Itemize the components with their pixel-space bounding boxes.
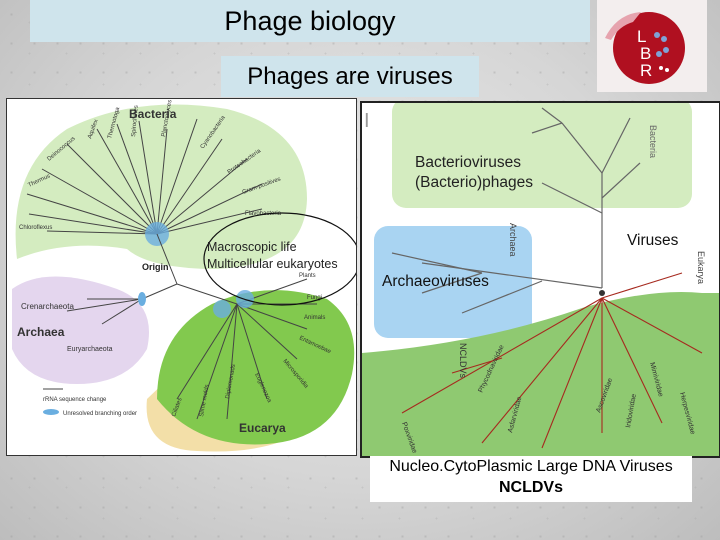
taxon-label: Plants xyxy=(299,273,316,279)
viruses-label: Viruses xyxy=(627,232,679,249)
legend-branching-label: Unresolved branching order xyxy=(63,411,137,417)
archaeovirus-region xyxy=(374,226,532,338)
tree-of-life-diagram: Bacteria Archaea Eucarya Origin Aquifex … xyxy=(12,100,356,452)
archaea-branches xyxy=(66,298,143,325)
archaeovirus-branches xyxy=(391,252,603,314)
lbr-logo: L B R xyxy=(597,0,707,92)
legend-blob-icon xyxy=(43,409,59,415)
callout-line-2: Multicellular eukaryotes xyxy=(207,257,338,271)
virus-tree-panel: I Ba xyxy=(360,101,720,458)
bacteriovirus-label-line-2: (Bacterio)phages xyxy=(415,174,534,191)
root-node xyxy=(599,290,605,296)
eucarya-node-2 xyxy=(236,290,254,308)
ncldv-region xyxy=(362,292,719,456)
eucarya-stem xyxy=(176,283,238,305)
logo-wing-icon xyxy=(605,12,641,40)
taxon-label: Spirochetes xyxy=(131,105,140,137)
taxon-label: Slime molds xyxy=(199,384,211,417)
logo-letter-r: R xyxy=(640,61,652,80)
ncldv-caption-line-1: Nucleo.CytoPlasmic Large DNA Viruses xyxy=(389,458,673,475)
ncldv-branches xyxy=(401,272,703,449)
logo-letter-l: L xyxy=(637,27,646,46)
slide-subtitle-text: Phages are viruses xyxy=(247,62,453,90)
group-ncldvs-label: NCLDVs xyxy=(458,343,468,379)
group-bacteria-label: Bacteria xyxy=(648,125,658,158)
taxon-label: Chloroflexus xyxy=(19,225,52,231)
ncldv-caption: Nucleo.CytoPlasmic Large DNA Viruses NCL… xyxy=(370,456,692,502)
eucarya-node-1 xyxy=(213,300,231,318)
taxon-label: Animals xyxy=(304,315,325,321)
slide-title: Phage biology xyxy=(30,0,590,42)
archaea-node xyxy=(138,292,146,306)
domain-eucarya-label: Eucarya xyxy=(239,421,286,435)
bacteriophage-branches xyxy=(531,107,641,288)
archaeovirus-label: Archaeoviruses xyxy=(382,273,489,290)
bacteria-branches xyxy=(26,118,263,235)
callout-line-1: Macroscopic life xyxy=(207,240,297,254)
virus-tree-diagram: I Ba xyxy=(362,103,719,456)
taxon-label: Fungi xyxy=(307,295,322,301)
logo-letter-b: B xyxy=(640,44,651,63)
slide-title-text: Phage biology xyxy=(224,5,396,36)
bacteriovirus-label-line-1: Bacterioviruses xyxy=(415,154,521,171)
taxon-label: Diplomonads xyxy=(225,364,237,400)
origin-label: Origin xyxy=(142,262,169,272)
group-archaea-label: Archaea xyxy=(508,223,518,257)
eucarya-branches xyxy=(176,278,317,420)
group-eukarya-label: Eukarya xyxy=(696,251,706,284)
archaea-stem xyxy=(141,283,178,300)
legend-rrna-label: rRNA sequence change xyxy=(43,397,107,403)
trunk-branch xyxy=(156,233,178,285)
bacteriovirus-region xyxy=(392,103,692,208)
lbr-logo-graphic: L B R xyxy=(605,12,685,84)
ncldv-caption-line-2: NCLDVs xyxy=(498,479,563,496)
tree-of-life-panel: Bacteria Archaea Eucarya Origin Aquifex … xyxy=(6,98,357,456)
taxon-label: Euryarchaeota xyxy=(67,346,113,353)
macroscopic-life-callout-ring xyxy=(203,212,356,306)
domain-archaea-label: Archaea xyxy=(17,325,65,339)
corner-roman-mark: I xyxy=(364,110,370,132)
slide-subtitle: Phages are viruses xyxy=(221,56,479,97)
domain-bacteria-label: Bacteria xyxy=(129,107,177,121)
bacteriovirus-label: Bacterioviruses (Bacterio)phages xyxy=(415,153,533,193)
taxon-label: Crenarchaeota xyxy=(21,302,74,311)
